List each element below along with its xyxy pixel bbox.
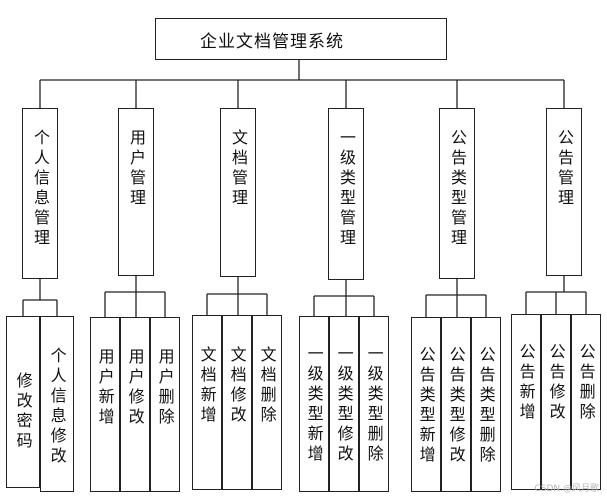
leaf-label: 公告修改 (546, 343, 566, 423)
watermark: CSDN @风月歌 (534, 484, 599, 494)
leaf-label: 个人信息修改 (47, 347, 67, 467)
leaf-change-password: 修改密码 (6, 316, 40, 488)
leaf-label: 用户修改 (125, 348, 145, 428)
leaf-notice-type-add: 公告类型新增 (411, 317, 441, 492)
leaf-label: 文档新增 (197, 346, 217, 426)
root-node: 企业文档管理系统 (155, 18, 447, 60)
module-level1-type: 一级类型管理 (328, 108, 364, 280)
module-personal-info: 个人信息管理 (22, 108, 58, 279)
module-label: 个人信息管理 (31, 129, 50, 249)
module-notice: 公告管理 (546, 108, 582, 276)
leaf-label: 公告类型新增 (416, 346, 436, 466)
leaf-label: 公告类型删除 (476, 346, 496, 466)
leaf-doc-delete: 文档删除 (252, 315, 282, 490)
module-document: 文档管理 (220, 108, 256, 277)
leaf-doc-add: 文档新增 (192, 315, 222, 490)
leaf-type-delete: 一级类型删除 (359, 316, 389, 492)
leaf-user-edit: 用户修改 (120, 317, 150, 492)
leaf-label: 公告新增 (516, 343, 536, 423)
root-label: 企业文档管理系统 (200, 31, 344, 52)
leaf-user-add: 用户新增 (90, 317, 120, 492)
leaf-notice-type-delete: 公告类型删除 (471, 317, 501, 492)
leaf-label: 一级类型修改 (334, 345, 354, 465)
leaf-label: 用户新增 (95, 348, 115, 428)
leaf-label: 公告删除 (576, 343, 596, 423)
leaf-label: 文档删除 (257, 346, 277, 426)
leaf-notice-type-edit: 公告类型修改 (441, 317, 471, 492)
leaf-notice-edit: 公告修改 (541, 314, 571, 490)
leaf-label: 公告类型修改 (446, 346, 466, 466)
leaf-label: 一级类型删除 (364, 345, 384, 465)
module-label: 公告类型管理 (448, 129, 467, 249)
leaf-edit-personal-info: 个人信息修改 (40, 316, 74, 492)
leaf-label: 修改密码 (13, 372, 33, 452)
leaf-doc-edit: 文档修改 (222, 315, 252, 490)
leaf-label: 一级类型新增 (304, 345, 324, 465)
leaf-label: 用户删除 (155, 348, 175, 428)
leaf-type-add: 一级类型新增 (299, 316, 329, 492)
module-label: 一级类型管理 (337, 129, 356, 249)
module-label: 用户管理 (127, 129, 146, 209)
leaf-type-edit: 一级类型修改 (329, 316, 359, 492)
leaf-label: 文档修改 (227, 346, 247, 426)
module-notice-type: 公告类型管理 (439, 108, 475, 279)
leaf-notice-delete: 公告删除 (571, 314, 601, 490)
module-label: 文档管理 (229, 129, 248, 209)
leaf-notice-add: 公告新增 (511, 314, 541, 490)
module-label: 公告管理 (555, 129, 574, 209)
leaf-user-delete: 用户删除 (150, 317, 180, 492)
module-user: 用户管理 (118, 108, 154, 276)
